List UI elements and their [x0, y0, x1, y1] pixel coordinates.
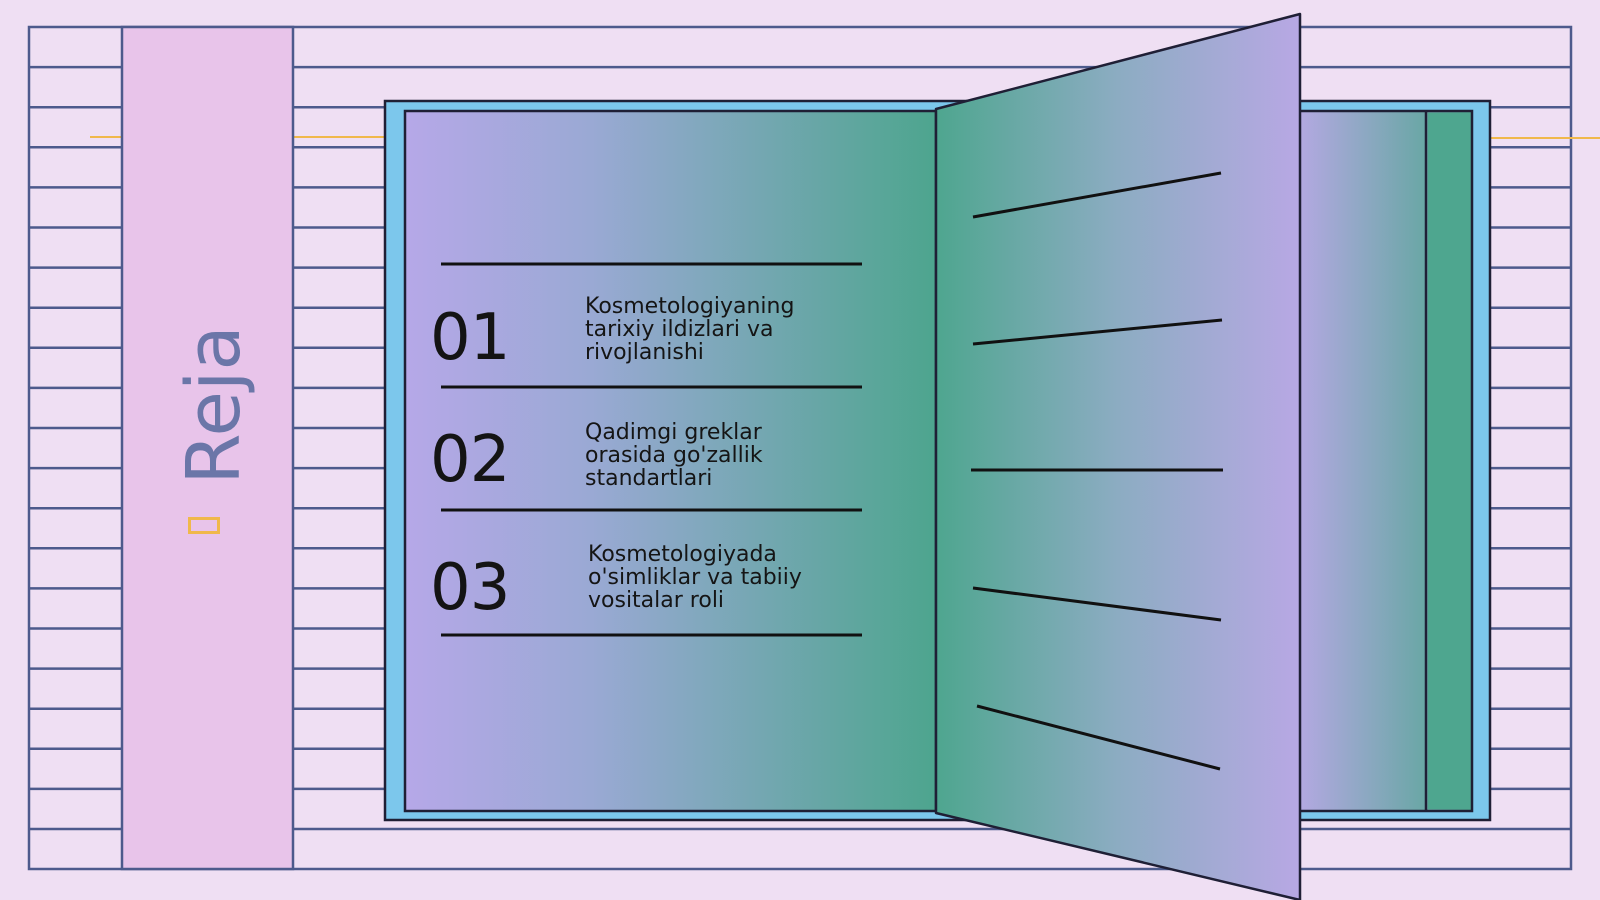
agenda-item-line: Kosmetologiyada	[588, 542, 777, 567]
agenda-item-number: 03	[430, 551, 510, 625]
page-line-5	[976, 704, 1221, 771]
agenda-item-text: Kosmetologiyaning tarixiy ildizlari va r…	[585, 295, 825, 364]
agenda-item-line: tarixiy ildizlari va	[585, 317, 774, 342]
book-turning-page	[934, 12, 1302, 900]
grid-frame	[27, 25, 1573, 871]
title-sidebar	[120, 25, 295, 871]
page-line-1	[972, 171, 1222, 219]
turning-page-lines	[971, 171, 1223, 771]
book-right-page-band	[1428, 113, 1470, 809]
agenda-item-line: vositalar roli	[588, 588, 725, 613]
agenda-dividers	[441, 262, 862, 637]
agenda-item-number: 02	[430, 423, 510, 497]
accent-lines	[90, 136, 1600, 139]
agenda-item-text: Kosmetologiyada o'simliklar va tabiiy vo…	[588, 543, 828, 612]
agenda-item-number: 01	[430, 301, 510, 375]
page-line-4	[972, 586, 1222, 622]
book-left-page	[403, 109, 938, 813]
agenda-item-text: Qadimgi greklar orasida go'zallik standa…	[585, 421, 825, 490]
book-illustration	[383, 12, 1492, 900]
agenda-item-line: Qadimgi greklar	[585, 420, 762, 445]
page-line-2	[972, 318, 1223, 346]
slide-title: Reja	[171, 325, 257, 485]
agenda-item-line: rivojlanishi	[585, 340, 704, 365]
agenda-item-line: orasida go'zallik	[585, 443, 763, 468]
agenda-item-line: standartlari	[585, 466, 713, 491]
missing-glyph-icon	[188, 517, 220, 534]
agenda-item-line: Kosmetologiyaning	[585, 294, 795, 319]
agenda-item-line: o'simliklar va tabiiy	[588, 565, 802, 590]
